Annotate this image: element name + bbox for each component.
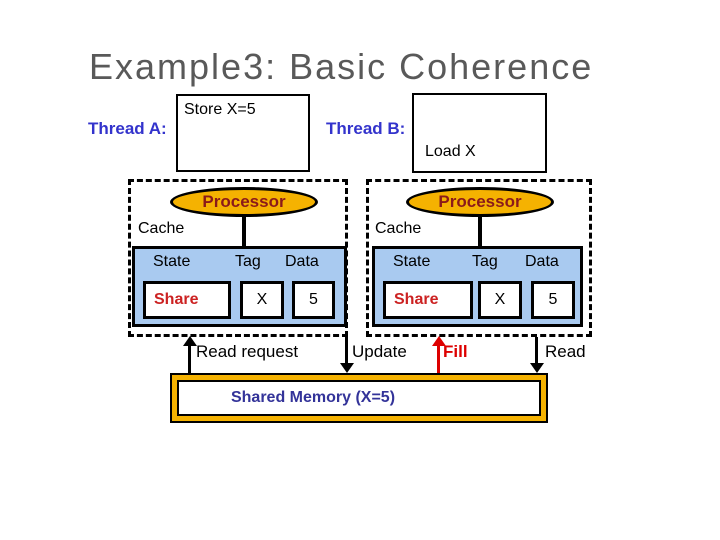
read-request-arrow-label: Read request: [196, 342, 299, 361]
read-request-arrow-line: [188, 345, 191, 373]
processor-a-cache-connector: [242, 215, 246, 247]
cache-a-tag-value: X: [256, 291, 268, 308]
thread-a-code-box: Store X=5: [176, 94, 310, 172]
cache-b-data-value: 5: [548, 291, 558, 308]
cache-b-state-cell: Share: [383, 281, 473, 319]
cache-b-label: Cache: [375, 220, 422, 237]
thread-a-label: Thread A:: [88, 119, 167, 138]
cache-a-tag-cell: X: [240, 281, 284, 319]
cache-b-state-value: Share: [394, 291, 439, 308]
read-request-arrowhead-icon: [183, 336, 197, 346]
shared-memory-label: Shared Memory (X=5): [230, 389, 396, 406]
cache-a-data-cell: 5: [292, 281, 335, 319]
thread-b-label: Thread B:: [326, 119, 406, 138]
processor-b-label: Processor: [438, 192, 522, 211]
processor-b-cache-connector: [478, 215, 482, 247]
read-arrow-line: [535, 337, 538, 364]
cache-a-table: State Tag Data Share X 5: [132, 246, 347, 327]
fill-arrow-label: Fill: [443, 342, 468, 361]
fill-arrowhead-icon: [432, 336, 446, 346]
cache-a-col-tag: Tag: [235, 253, 261, 270]
thread-b-code-box: Load X: [412, 93, 547, 173]
shared-memory-inner-box: Shared Memory (X=5): [177, 380, 541, 416]
update-arrowhead-icon: [340, 363, 354, 373]
update-arrow-label: Update: [352, 342, 407, 361]
cache-b-data-cell: 5: [531, 281, 575, 319]
processor-a-ellipse: Processor: [170, 187, 318, 217]
cache-b-tag-cell: X: [478, 281, 522, 319]
fill-arrow-line: [437, 345, 440, 373]
update-arrow-line: [345, 337, 348, 364]
cache-b-col-state: State: [393, 253, 431, 270]
thread-b-code: Load X: [425, 143, 476, 160]
read-arrowhead-icon: [530, 363, 544, 373]
node-b-boundary: [366, 179, 592, 337]
cache-a-col-state: State: [153, 253, 191, 270]
cache-a-state-cell: Share: [143, 281, 231, 319]
cache-a-label: Cache: [138, 220, 185, 237]
cache-b-tag-value: X: [494, 291, 506, 308]
cache-a-state-value: Share: [154, 291, 199, 308]
thread-a-code: Store X=5: [184, 101, 256, 118]
cache-a-data-value: 5: [309, 291, 318, 308]
cache-a-col-data: Data: [285, 253, 319, 270]
slide-title: Example3: Basic Coherence: [89, 46, 594, 87]
processor-b-ellipse: Processor: [406, 187, 554, 217]
cache-b-col-tag: Tag: [472, 253, 498, 270]
read-arrow-label: Read: [545, 342, 586, 361]
processor-a-label: Processor: [202, 192, 286, 211]
cache-b-col-data: Data: [525, 253, 559, 270]
cache-b-table: State Tag Data Share X 5: [372, 246, 583, 327]
shared-memory-box: Shared Memory (X=5): [170, 373, 548, 423]
